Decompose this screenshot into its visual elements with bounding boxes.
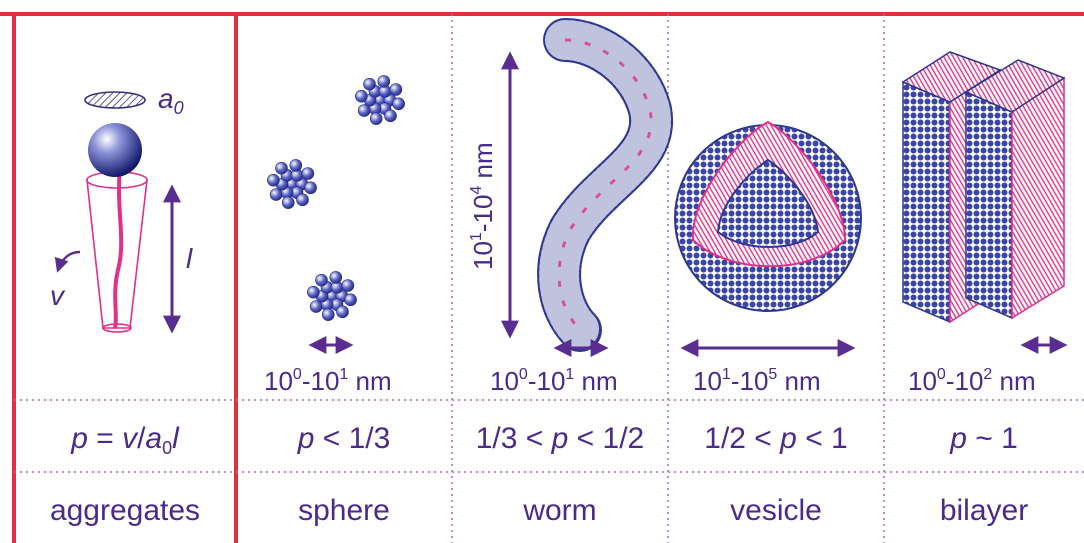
worm-condition: 1/3 < p < 1/2 (476, 422, 645, 455)
micelle-bead (270, 188, 282, 200)
volume-arrow (58, 252, 80, 270)
sphere-condition: p < 1/3 (297, 422, 391, 455)
micelle-bead (310, 300, 322, 312)
sphere-micelle (355, 75, 404, 124)
micelle-bead (330, 271, 342, 283)
micelle-bead (378, 75, 390, 87)
micelle-bead (345, 294, 357, 306)
sphere-size-label: 100-101 nm (264, 366, 392, 396)
worm-micelle (559, 40, 651, 330)
sphere-name: sphere (298, 494, 390, 527)
vesicle-name: vesicle (730, 494, 822, 527)
micelle-bead (276, 162, 288, 174)
hydrocarbon-tail (115, 168, 121, 328)
vesicle-size-label: 101-105 nm (693, 366, 821, 396)
micelle-bead (307, 286, 319, 298)
surfactant-molecule: a0 l v (50, 83, 193, 332)
vesicle-condition: 1/2 < p < 1 (704, 422, 847, 455)
micelle-bead (390, 84, 402, 96)
micelle-bead (302, 168, 314, 180)
worm-length-label: 101-104 nm (468, 142, 498, 270)
bilayer-sheets (903, 52, 1064, 322)
micelle-bead (336, 306, 348, 318)
vesicle (675, 122, 861, 311)
worm-name: worm (522, 494, 596, 527)
micelle-bead (267, 174, 279, 186)
worm-size-label: 100-101 nm (490, 366, 618, 396)
headgroup-area-disc (85, 92, 145, 108)
sphere-micelle (267, 159, 316, 208)
micelle-bead (316, 274, 328, 286)
micelle-bead (342, 280, 354, 292)
micelle-bead (393, 98, 405, 110)
bilayer-condition: p ~ 1 (949, 422, 1018, 455)
bilayer-size-label: 100-102 nm (908, 366, 1036, 396)
sphere-micelles (267, 75, 404, 320)
a0-sub: 0 (174, 98, 184, 118)
sphere-micelle (307, 271, 356, 320)
a0-label: a (158, 83, 174, 114)
micelle-bead (296, 194, 308, 206)
micelle-bead (358, 104, 370, 116)
micelle-bead (322, 309, 334, 321)
svg-text:a0: a0 (158, 83, 184, 118)
l-label: l (186, 243, 193, 274)
aggregates-header: aggregates (50, 494, 200, 527)
micelle-bead (384, 110, 396, 122)
v-label: v (50, 280, 66, 311)
bilayer-name: bilayer (940, 494, 1028, 527)
micelle-bead (355, 90, 367, 102)
packing-parameter-formula: p = v/a0l (70, 422, 180, 458)
micelle-bead (282, 197, 294, 209)
micelle-bead (290, 159, 302, 171)
micelle-bead (364, 78, 376, 90)
micelle-bead (370, 113, 382, 125)
headgroup-ball (88, 123, 142, 177)
micelle-bead (305, 182, 317, 194)
